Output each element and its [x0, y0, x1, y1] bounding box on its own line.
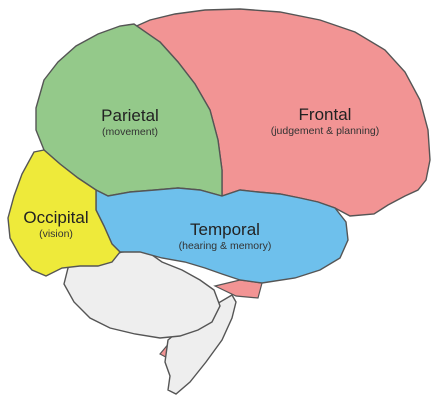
temporal-name: Temporal [160, 220, 290, 240]
occipital-function: (vision) [14, 228, 98, 240]
temporal-function: (hearing & memory) [160, 240, 290, 252]
parietal-function: (movement) [80, 126, 180, 138]
parietal-name: Parietal [80, 106, 180, 126]
temporal-label: Temporal (hearing & memory) [160, 220, 290, 252]
frontal-function: (judgement & planning) [250, 125, 400, 137]
parietal-label: Parietal (movement) [80, 106, 180, 138]
frontal-label: Frontal (judgement & planning) [250, 105, 400, 137]
frontal-name: Frontal [250, 105, 400, 125]
occipital-name: Occipital [14, 208, 98, 228]
occipital-label: Occipital (vision) [14, 208, 98, 240]
